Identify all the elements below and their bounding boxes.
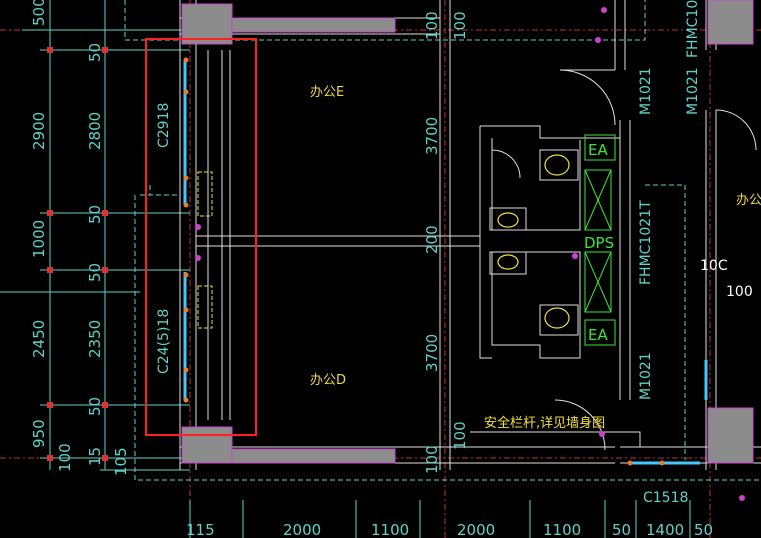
railing (470, 431, 641, 447)
bottom-dim-2000-a: 2000 (283, 521, 321, 538)
dim-50-b: 50 (86, 205, 104, 224)
dim-105: 105 (112, 447, 130, 476)
window-label-c24-5-18: C24(5)18 (156, 309, 172, 374)
dim-50-d: 50 (86, 397, 104, 416)
dim-50-a: 50 (86, 43, 104, 62)
toilet-outlines (479, 125, 620, 359)
dim-15: 15 (86, 447, 104, 466)
bottom-dimension-lines (189, 500, 691, 538)
left-dimension-lines (0, 0, 190, 471)
dim-label-10c: 10C (700, 258, 728, 274)
dim-2450: 2450 (30, 320, 48, 358)
bottom-dim-1400: 1400 (646, 521, 684, 538)
door-label-m1021-upper-right: M1021 (685, 67, 701, 115)
bottom-dim-50-b: 50 (694, 521, 713, 538)
mid-dim-3700-top: 3700 (423, 117, 441, 155)
highlight-box (145, 38, 257, 436)
walls (179, 0, 761, 470)
shaft-label-ea-top: EA (588, 141, 608, 159)
shaft-label-ea-bottom: EA (588, 326, 608, 344)
dim-2900: 2900 (30, 112, 48, 150)
window-label-c2918: C2918 (156, 103, 172, 148)
room-office-e: 办公E (310, 85, 344, 100)
dim-1000: 1000 (30, 220, 48, 258)
magenta-markers (195, 7, 745, 501)
shaft-label-dps: DPS (584, 234, 614, 252)
door-label-m1021-upper: M1021 (638, 67, 654, 115)
room-office-f: 办公F (736, 193, 761, 208)
bottom-dim-115: 115 (186, 521, 215, 538)
mid-dim-100-top: 100 (423, 11, 441, 40)
top-dim-100: 100 (451, 11, 469, 40)
dim-label-100: 100 (726, 284, 753, 300)
dim-50-c: 50 (86, 263, 104, 282)
dim-100: 100 (56, 443, 74, 472)
dashed-outlines (124, 0, 761, 481)
bottom-dim-2000-b: 2000 (457, 521, 495, 538)
mid-dim-200: 200 (423, 225, 441, 254)
shaft-boxes (584, 134, 616, 346)
bottom-dim-1100-b: 1100 (543, 521, 581, 538)
bottom-dim-100: 100 (423, 445, 441, 474)
bottom-dim-50-a: 50 (612, 521, 631, 538)
window-label-c1518: C1518 (643, 490, 688, 506)
fire-door-label-shaft: FHMC1021T (638, 200, 654, 285)
room-office-d: 办公D (310, 373, 346, 388)
middle-dimension-texts: 100 3700 200 3700 100 100 100 (423, 11, 469, 474)
dim-2350: 2350 (86, 320, 104, 358)
window-frames (207, 50, 231, 420)
left-dimension-ticks (47, 47, 108, 461)
door-swings (491, 69, 757, 451)
mid-dim-100-bottom: 100 (451, 421, 469, 450)
columns (181, 0, 754, 464)
left-dimension-texts: 5000 50 2900 2800 50 1000 50 2450 2350 5… (30, 0, 130, 476)
dim-950: 950 (30, 419, 48, 448)
railing-note: 安全栏杆,详见墙身图 (484, 415, 605, 431)
yellow-symbols (197, 171, 213, 329)
fire-door-label-top: FHMC10 (685, 0, 701, 58)
dim-2800: 2800 (86, 112, 104, 150)
window-dots (183, 57, 665, 466)
door-label-m1021-lower: M1021 (638, 352, 654, 400)
dim-5000: 5000 (30, 0, 48, 26)
mid-dim-3700-bottom: 3700 (423, 334, 441, 372)
toilet-bowls (497, 154, 570, 329)
bottom-dim-1100-a: 1100 (371, 521, 409, 538)
